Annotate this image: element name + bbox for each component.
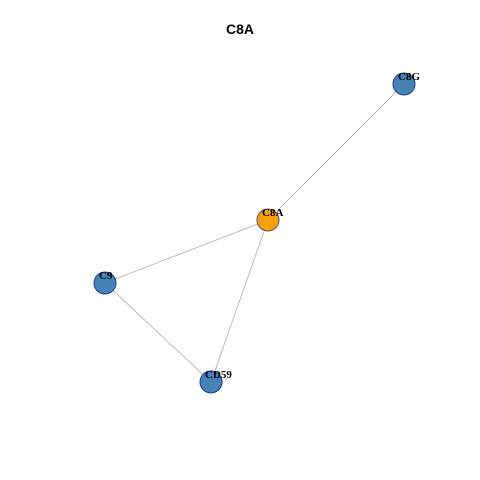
node-circle-c9	[93, 271, 117, 295]
node-c8a: C8A	[256, 207, 283, 232]
edge-c8a-c8g	[267, 83, 405, 221]
node-cd59: CD59	[199, 369, 232, 394]
node-label-c9: C9	[99, 270, 113, 282]
node-circle-cd59	[199, 370, 223, 394]
graph-title: C8A	[225, 21, 254, 37]
node-circle-c8g	[392, 72, 416, 96]
edges-layer	[104, 83, 405, 383]
node-label-c8g: C8G	[398, 71, 420, 83]
node-label-c8a: C8A	[262, 207, 283, 219]
edge-c9-cd59	[104, 282, 212, 383]
node-c9: C9	[93, 270, 117, 295]
node-circle-c8a	[256, 208, 280, 232]
node-label-cd59: CD59	[205, 369, 232, 381]
edge-c8a-cd59	[210, 219, 269, 383]
node-c8g: C8G	[392, 71, 420, 96]
edge-c8a-c9	[104, 219, 269, 284]
